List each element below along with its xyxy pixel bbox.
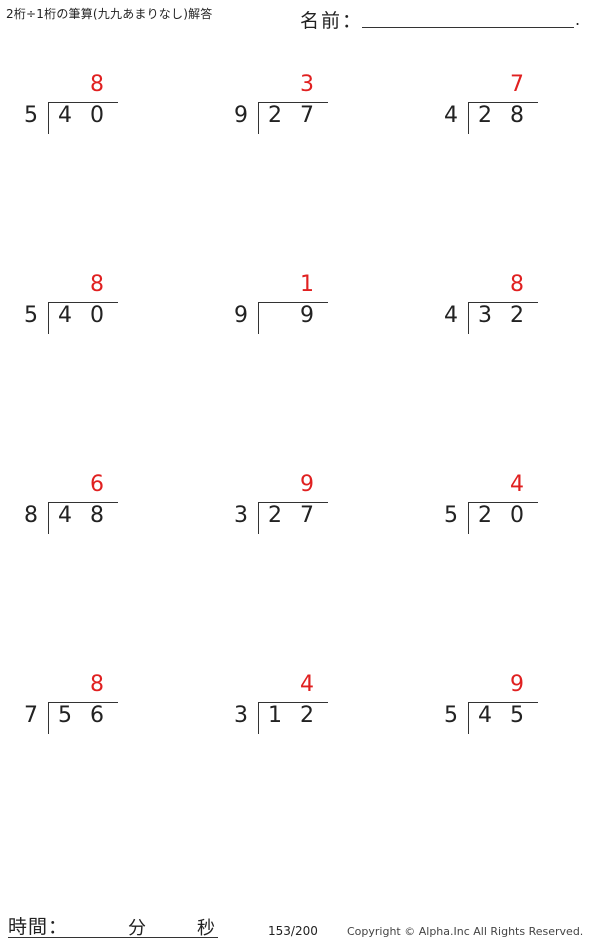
dividend-tens: 4 [58,303,72,328]
copyright-notice: Copyright © Alpha.Inc All Rights Reserve… [347,925,584,938]
divisor: 8 [24,503,38,528]
dividend-tens: 4 [478,703,492,728]
page-number: 153/200 [268,924,318,938]
answer-digit: 8 [90,72,104,97]
name-line [362,27,574,28]
dividend-ones: 6 [90,703,104,728]
divisor: 5 [24,303,38,328]
division-bracket-top [48,702,118,703]
divisor: 5 [444,703,458,728]
division-problem: 8 5 4 0 [20,72,160,152]
division-problem: 6 8 4 8 [20,472,160,552]
divisor: 9 [234,103,248,128]
dividend-ones: 0 [90,303,104,328]
division-bracket-left [48,702,49,734]
dividend-ones: 8 [510,103,524,128]
dividend-ones: 9 [300,303,314,328]
dividend-tens: 5 [58,703,72,728]
dividend-ones: 2 [300,703,314,728]
dividend-ones: 8 [90,503,104,528]
division-problem: 4 3 1 2 [230,672,370,752]
dividend-tens: 2 [268,503,282,528]
dividend-tens: 2 [268,103,282,128]
divisor: 9 [234,303,248,328]
division-bracket-top [258,302,328,303]
dividend-ones: 7 [300,103,314,128]
dividend-ones: 5 [510,703,524,728]
seconds-label: 秒 [197,918,215,939]
dividend-tens: 1 [268,703,282,728]
division-bracket-top [258,702,328,703]
answer-digit: 7 [510,72,524,97]
division-bracket-left [48,302,49,334]
dividend-tens: 4 [58,503,72,528]
division-problem: 8 4 3 2 [440,272,580,352]
answer-digit: 4 [510,472,524,497]
division-bracket-top [48,302,118,303]
answer-digit: 9 [300,472,314,497]
division-bracket-left [258,702,259,734]
dividend-tens: 2 [478,503,492,528]
division-bracket-left [468,302,469,334]
answer-digit: 6 [90,472,104,497]
division-bracket-left [48,102,49,134]
division-bracket-left [468,702,469,734]
dividend-tens: 3 [478,303,492,328]
divisor: 3 [234,703,248,728]
answer-digit: 8 [90,672,104,697]
division-bracket-left [48,502,49,534]
division-problem: 8 5 4 0 [20,272,160,352]
dividend-ones: 7 [300,503,314,528]
division-problem: 9 3 2 7 [230,472,370,552]
dividend-ones: 2 [510,303,524,328]
division-bracket-top [48,502,118,503]
answer-digit: 9 [510,672,524,697]
time-line [8,937,218,938]
name-label: 名前： [300,10,364,32]
divisor: 5 [24,103,38,128]
division-bracket-left [258,302,259,334]
divisor: 5 [444,503,458,528]
worksheet-title: 2桁÷1桁の筆算(九九あまりなし)解答 [6,7,213,21]
division-bracket-left [258,102,259,134]
division-problem: 3 9 2 7 [230,72,370,152]
answer-digit: 8 [510,272,524,297]
division-problem: 4 5 2 0 [440,472,580,552]
division-problem: 1 9 9 [230,272,370,352]
division-problem: 8 7 5 6 [20,672,160,752]
dividend-tens: 2 [478,103,492,128]
answer-digit: 8 [90,272,104,297]
division-bracket-top [258,502,328,503]
answer-digit: 3 [300,72,314,97]
dividend-ones: 0 [90,103,104,128]
division-bracket-top [258,102,328,103]
division-bracket-left [468,502,469,534]
divisor: 4 [444,103,458,128]
time-label: 時間： [8,916,69,938]
division-problem: 9 5 4 5 [440,672,580,752]
division-bracket-top [468,502,538,503]
division-problem: 7 4 2 8 [440,72,580,152]
dividend-tens: 4 [58,103,72,128]
division-bracket-top [468,702,538,703]
answer-digit: 4 [300,672,314,697]
divisor: 4 [444,303,458,328]
name-end-mark: . [575,10,581,29]
division-bracket-top [48,102,118,103]
divisor: 7 [24,703,38,728]
answer-digit: 1 [300,272,314,297]
dividend-ones: 0 [510,503,524,528]
division-bracket-top [468,302,538,303]
minutes-label: 分 [128,918,146,939]
divisor: 3 [234,503,248,528]
division-bracket-top [468,102,538,103]
division-bracket-left [468,102,469,134]
division-bracket-left [258,502,259,534]
